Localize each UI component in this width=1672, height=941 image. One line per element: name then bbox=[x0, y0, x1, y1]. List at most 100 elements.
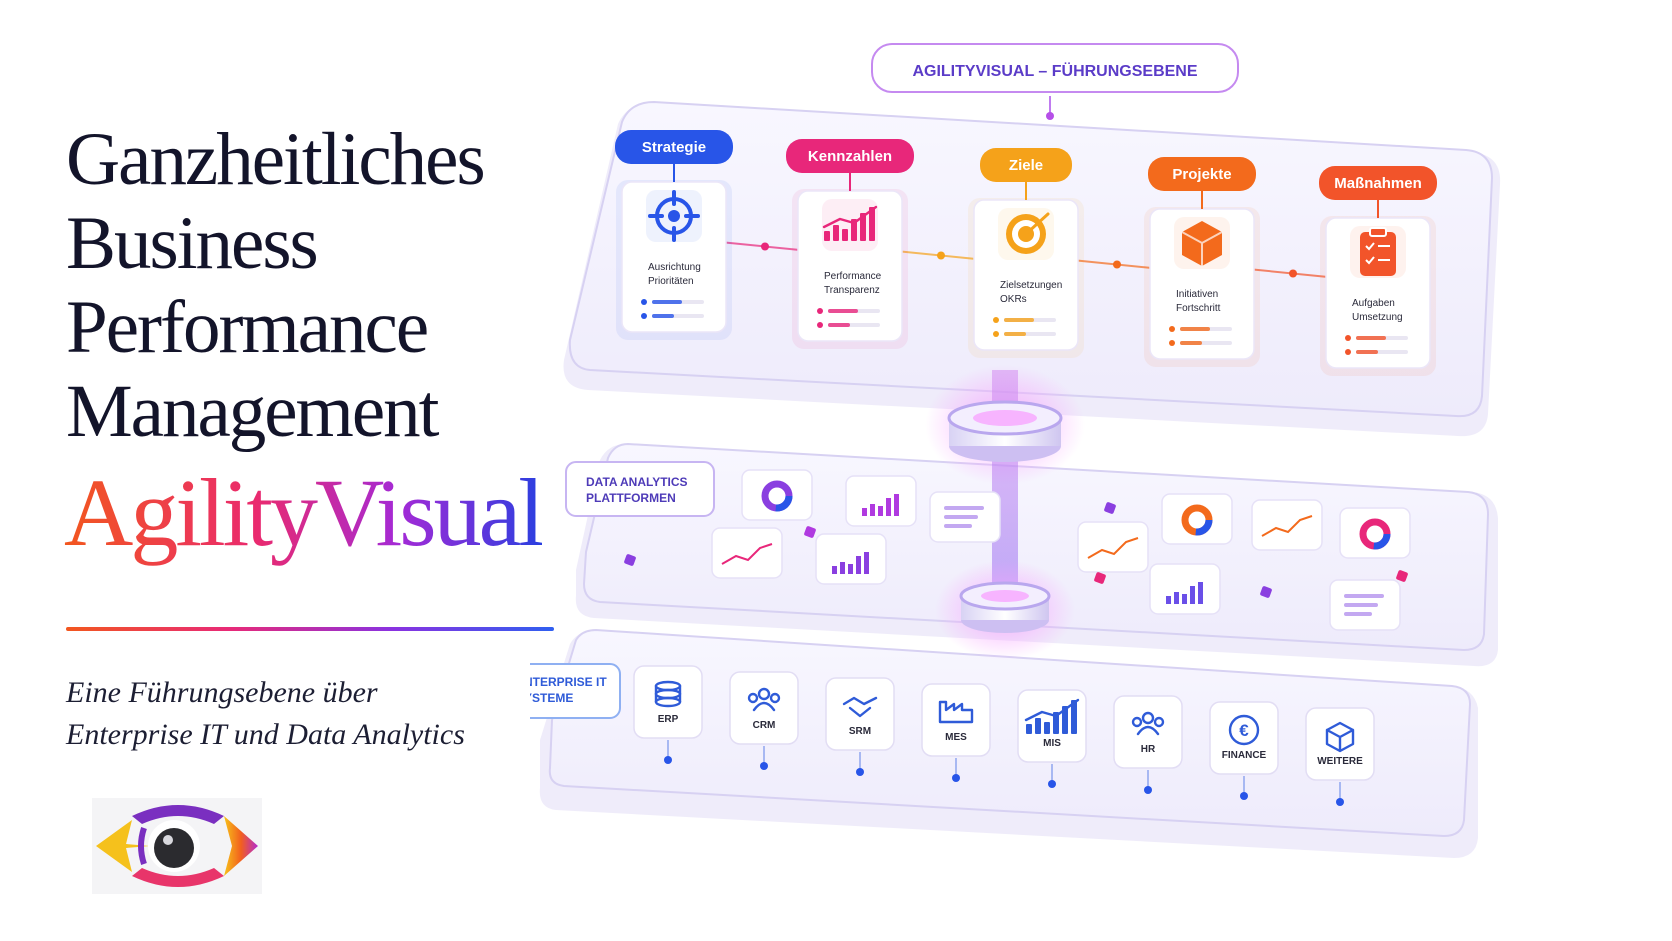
card-tag: Projekte bbox=[1148, 157, 1256, 209]
top-label-text: AGILITYVISUAL – FÜHRUNGSEBENE bbox=[912, 61, 1197, 80]
card-connector bbox=[895, 250, 987, 261]
clipboard-checklist-icon bbox=[1350, 226, 1406, 278]
analytics-label-line-1: DATA ANALYTICS bbox=[586, 475, 688, 489]
enterprise-layer: ERP CRM SRM MES MIS HR € FINANCE WEITERE bbox=[633, 665, 1375, 806]
card-text-line: Umsetzung bbox=[1352, 312, 1403, 323]
data-cube-node bbox=[804, 526, 816, 538]
system-tile-mis[interactable]: MIS bbox=[1017, 689, 1087, 788]
analytics-widget-donut bbox=[741, 469, 813, 521]
card-tag-label: Projekte bbox=[1172, 166, 1231, 183]
analytics-widget-list bbox=[929, 491, 1001, 543]
system-label: MES bbox=[945, 732, 967, 743]
card-tag: Ziele bbox=[980, 148, 1072, 200]
system-label: CRM bbox=[753, 720, 776, 731]
analytics-widget-list bbox=[1329, 579, 1401, 631]
card-tag-label: Ziele bbox=[1009, 157, 1043, 174]
card-connector bbox=[1071, 259, 1163, 270]
card-text-line: Aufgaben bbox=[1352, 298, 1395, 309]
headline-line-4: Management bbox=[66, 370, 440, 453]
system-label: WEITERE bbox=[1317, 756, 1363, 767]
card-text-line: Transparenz bbox=[824, 285, 880, 296]
data-cube-node bbox=[1396, 570, 1408, 582]
headline-line-3: Performance bbox=[66, 286, 429, 369]
analytics-label-line-2: PLATTFORMEN bbox=[586, 491, 676, 505]
card-text-line: Prioritäten bbox=[648, 276, 694, 287]
card-tag: Maßnahmen bbox=[1319, 166, 1437, 218]
card-tag: Strategie bbox=[615, 130, 733, 182]
system-label: MIS bbox=[1043, 738, 1061, 749]
data-cube-node bbox=[1260, 586, 1272, 598]
system-tile-crm[interactable]: CRM bbox=[729, 671, 799, 770]
central-data-beam bbox=[925, 365, 1085, 660]
architecture-diagram: AGILITYVISUAL – FÜHRUNGSEBENE StrategieA… bbox=[530, 43, 1501, 858]
data-cube-node bbox=[1104, 502, 1116, 514]
analytics-widget-bars bbox=[815, 533, 887, 585]
cube-icon bbox=[1174, 217, 1230, 269]
system-tile-mes[interactable]: MES bbox=[921, 683, 991, 782]
card-text-line: Fortschritt bbox=[1176, 303, 1221, 314]
database-icon bbox=[654, 680, 682, 708]
analytics-widget-line bbox=[1251, 499, 1323, 551]
card-text-line: Performance bbox=[824, 271, 882, 282]
system-tile-srm[interactable]: SRM bbox=[825, 677, 895, 776]
eye-logo-icon bbox=[92, 798, 262, 894]
system-label: HR bbox=[1141, 744, 1156, 755]
enterprise-label-line-2: SYSTEME bbox=[530, 691, 573, 705]
top-label: AGILITYVISUAL – FÜHRUNGSEBENE bbox=[871, 43, 1239, 120]
analytics-widget-bars bbox=[1149, 563, 1221, 615]
handshake-icon bbox=[842, 696, 878, 718]
box-icon bbox=[1325, 721, 1355, 753]
card-text-line: OKRs bbox=[1000, 294, 1027, 305]
gradient-divider bbox=[66, 627, 554, 631]
data-cube-node bbox=[624, 554, 636, 566]
analytics-widget-bars bbox=[845, 475, 917, 527]
system-label: FINANCE bbox=[1222, 750, 1267, 761]
system-label: ERP bbox=[658, 714, 679, 725]
lower-hub bbox=[959, 581, 1051, 633]
headline-line-1: Ganzheitliches bbox=[66, 118, 486, 201]
analytics-widget-line bbox=[711, 527, 783, 579]
euro-icon: € bbox=[1228, 714, 1260, 746]
analytics-widget-donut bbox=[1339, 507, 1411, 559]
bar-chart-icon bbox=[822, 199, 878, 251]
people-icon bbox=[1131, 711, 1165, 736]
data-cube-node bbox=[1094, 572, 1106, 584]
factory-icon bbox=[938, 700, 974, 724]
system-tile-finance[interactable]: € FINANCE bbox=[1209, 701, 1279, 800]
analytics-label: DATA ANALYTICS PLATTFORMEN bbox=[565, 461, 715, 517]
card-tag-label: Kennzahlen bbox=[808, 148, 892, 165]
target-crosshair-icon bbox=[646, 190, 702, 242]
analytics-layer bbox=[624, 469, 1411, 631]
upper-hub bbox=[947, 400, 1063, 462]
analytics-widget-donut bbox=[1161, 493, 1233, 545]
card-text-line: Ausrichtung bbox=[648, 262, 701, 273]
tagline: Eine Führungsebene über Enterprise IT un… bbox=[66, 672, 586, 756]
card-tag: Kennzahlen bbox=[786, 139, 914, 191]
system-label: SRM bbox=[849, 726, 871, 737]
brand-name: AgilityVisual bbox=[64, 459, 545, 566]
svg-text:€: € bbox=[1239, 721, 1249, 740]
card-tag-label: Strategie bbox=[642, 139, 706, 156]
system-tile-erp[interactable]: ERP bbox=[633, 665, 703, 764]
headline-line-2: Business bbox=[66, 202, 319, 285]
tagline-line-1: Eine Führungsebene über bbox=[66, 676, 378, 709]
users-icon bbox=[747, 687, 781, 712]
card-connector bbox=[719, 241, 811, 252]
system-tile-weitere[interactable]: WEITERE bbox=[1305, 707, 1375, 806]
card-connector bbox=[1247, 268, 1339, 279]
system-tile-hr[interactable]: HR bbox=[1113, 695, 1183, 794]
bar-chart-icon bbox=[1024, 698, 1080, 734]
card-tag-label: Maßnahmen bbox=[1334, 175, 1422, 192]
card-text-line: Initiativen bbox=[1176, 289, 1218, 300]
hero-text-panel: Ganzheitliches Business Performance Mana… bbox=[0, 0, 600, 941]
tagline-line-2: Enterprise IT und Data Analytics bbox=[66, 718, 465, 751]
bullseye-icon bbox=[998, 208, 1054, 260]
